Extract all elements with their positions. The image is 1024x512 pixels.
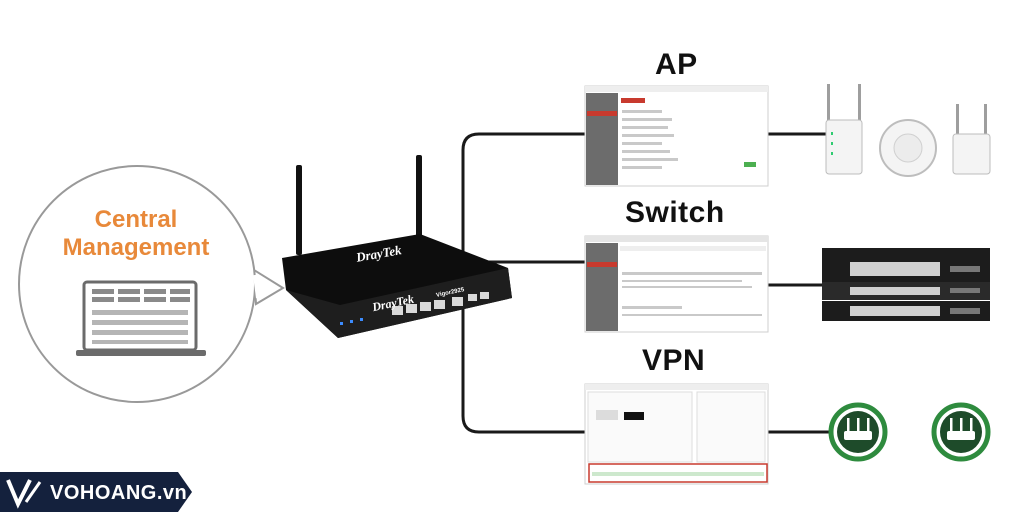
central-management-line2: Management [62, 234, 210, 261]
ap-title: AP [655, 48, 698, 81]
access-point-icons [825, 84, 991, 177]
ap-web-panel [584, 85, 769, 187]
switch-stack-icons [822, 248, 990, 321]
connector-to-ap [461, 132, 585, 262]
vpn-router-icons [828, 402, 991, 462]
central-management-line1: Central [94, 206, 178, 233]
switch-title: Switch [625, 196, 725, 229]
switch-web-panel [584, 235, 769, 333]
watermark-text: VOHOANG.vn [50, 482, 188, 504]
vpn-web-panel [584, 383, 769, 485]
central-management-title: Central Management [36, 206, 236, 262]
router-device [282, 155, 512, 338]
watermark-badge [0, 472, 192, 512]
connector-to-vpn [461, 262, 585, 434]
laptop-icon [76, 280, 206, 356]
central-management-bubble [18, 165, 285, 403]
vpn-title: VPN [642, 344, 706, 377]
